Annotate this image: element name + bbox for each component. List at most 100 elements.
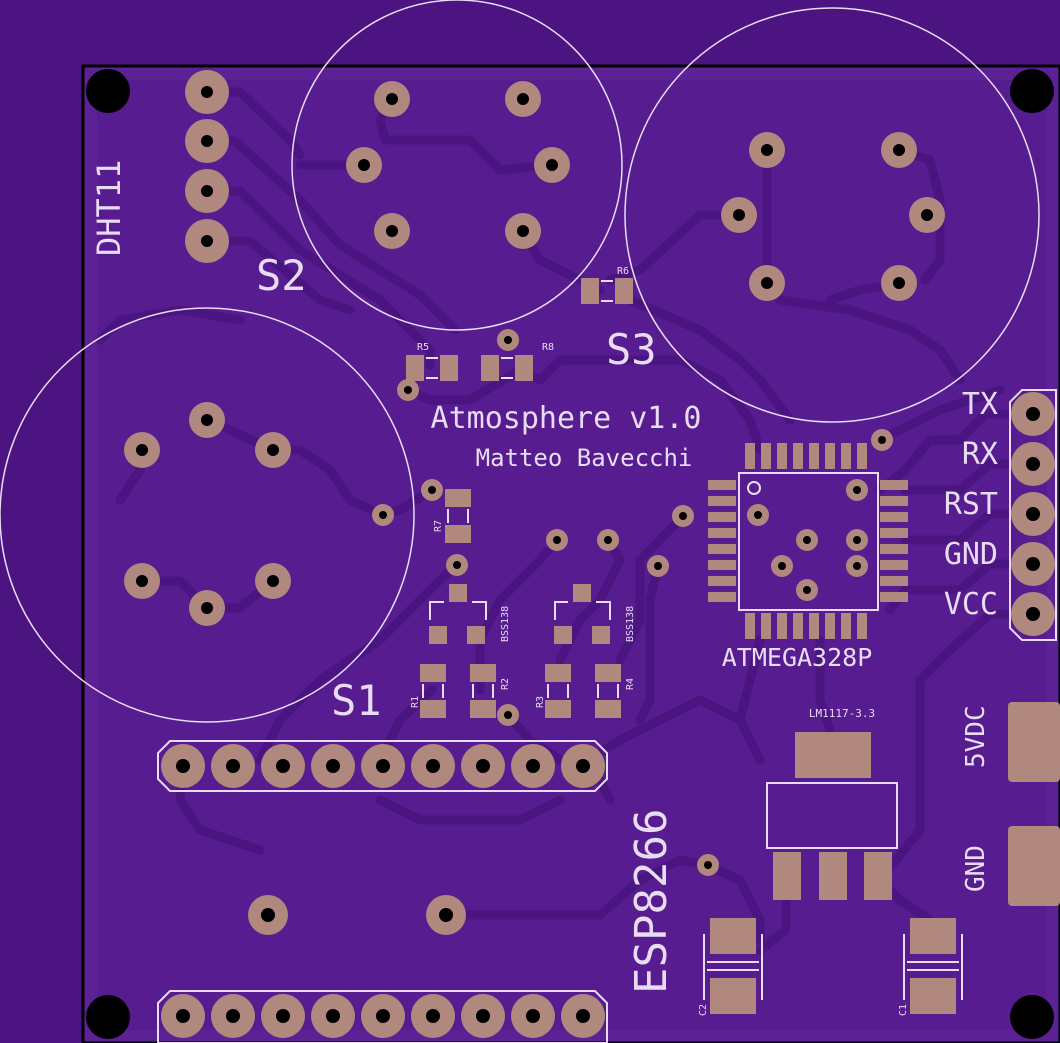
mounting-holes <box>86 69 1054 1039</box>
atmega-label: ATMEGA328P <box>722 643 873 672</box>
serial-header-pin-1-drill <box>1026 407 1040 421</box>
esp8266-top-pin-3-drill <box>276 759 290 773</box>
dht11-label: DHT11 <box>90 160 128 256</box>
s2-label: S2 <box>256 251 307 300</box>
header-pin-label-tx: TX <box>962 387 998 422</box>
esp8266-mount-pad-2-drill <box>439 908 453 922</box>
r1-outline <box>422 684 444 698</box>
esp8266-bottom-pin-9-drill <box>576 1009 590 1023</box>
bss1-outline <box>429 601 487 620</box>
board-title: Atmosphere v1.0 <box>431 401 702 436</box>
via-1-drill <box>404 386 412 394</box>
r1-label: R1 <box>410 696 421 708</box>
r8-outline <box>501 357 513 379</box>
traces <box>95 87 1038 955</box>
through-hole-pads <box>124 70 1055 1038</box>
power-5vdc-pad <box>1008 702 1060 782</box>
esp8266-top-pin-5-drill <box>376 759 390 773</box>
serial-header-pin-5-drill <box>1026 607 1040 621</box>
bss2-pad-gate <box>554 626 572 644</box>
r7-pad-bottom <box>445 525 471 543</box>
esp8266-bottom-pin-8-drill <box>526 1009 540 1023</box>
r5-label: R5 <box>417 342 429 353</box>
esp8266-bottom-pin-7-drill <box>476 1009 490 1023</box>
via-2-drill <box>504 336 512 344</box>
mounting-hole-bottom-left <box>86 995 130 1039</box>
r8-pad-left <box>481 355 499 381</box>
s1-pin-3-drill <box>267 444 279 456</box>
bss1-label: BSS138 <box>500 606 511 642</box>
s2-pin-3-drill <box>358 159 370 171</box>
dht11-pin-1-drill <box>201 86 213 98</box>
via-19-drill <box>803 586 811 594</box>
r7-outline <box>447 509 469 523</box>
via-18-drill <box>778 562 786 570</box>
via-13-drill <box>754 511 762 519</box>
r6-label: R6 <box>617 266 629 277</box>
esp8266-header-top-outline <box>157 740 608 792</box>
mounting-hole-bottom-right <box>1010 995 1054 1039</box>
serial-header-pin-3-drill <box>1026 507 1040 521</box>
esp8266-top-pin-1-drill <box>176 759 190 773</box>
via-14-drill <box>853 486 861 494</box>
s1-pin-5-drill <box>267 575 279 587</box>
c2-pad-bottom <box>710 978 756 1014</box>
serial-header-pin-2-drill <box>1026 457 1040 471</box>
atmega-pads-top <box>745 443 867 469</box>
c1-outline <box>903 934 963 1000</box>
r6-pad-right <box>615 278 633 304</box>
r5-pad-right <box>440 355 458 381</box>
via-12-drill <box>878 436 886 444</box>
r3-pad-bottom <box>545 700 571 718</box>
r2-label: R2 <box>500 678 511 690</box>
r4-pad-bottom <box>595 700 621 718</box>
c1-label: C1 <box>898 1004 909 1016</box>
r7-label: R7 <box>433 520 444 532</box>
via-3-drill <box>428 486 436 494</box>
esp8266-header-bottom-outline <box>157 990 608 1043</box>
bss2-pad-drain <box>573 584 591 602</box>
r8-pad-right <box>515 355 533 381</box>
atmega-outline <box>738 472 879 611</box>
c2-outline <box>703 934 763 1000</box>
header-pin-label-vcc: VCC <box>944 587 998 622</box>
power-gnd-pad <box>1008 826 1060 906</box>
s1-pin-6-drill <box>201 602 213 614</box>
r6-outline <box>601 280 613 302</box>
sensor-s3-outline <box>624 7 1040 423</box>
via-11-drill <box>704 861 712 869</box>
via-8-drill <box>679 512 687 520</box>
dht11-pin-4-drill <box>201 235 213 247</box>
bss1-pad-gate <box>429 626 447 644</box>
esp8266-top-pin-4-drill <box>326 759 340 773</box>
c2-label: C2 <box>698 1004 709 1016</box>
r4-outline <box>597 684 619 698</box>
serial-header-outline <box>1009 389 1057 641</box>
regulator-label: LM1117-3.3 <box>809 707 875 720</box>
serial-header-pin-4-drill <box>1026 557 1040 571</box>
atmega-pads-bottom <box>745 613 867 639</box>
dht11-pin-2-drill <box>201 135 213 147</box>
via-16-drill <box>853 562 861 570</box>
r1-pad-bottom <box>420 700 446 718</box>
r8-label: R8 <box>542 342 554 353</box>
r3-label: R3 <box>535 696 546 708</box>
c1-pad-top <box>910 918 956 954</box>
dht11-pin-3-drill <box>201 185 213 197</box>
esp8266-bottom-pin-5-drill <box>376 1009 390 1023</box>
via-17-drill <box>803 536 811 544</box>
s3-pin-4-drill <box>921 209 933 221</box>
s2-pin-4-drill <box>546 159 558 171</box>
s1-pin-4-drill <box>136 575 148 587</box>
r7-pad-top <box>445 489 471 507</box>
r3-outline <box>547 684 569 698</box>
esp8266-label: ESP8266 <box>626 809 677 994</box>
s2-pin-5-drill <box>386 225 398 237</box>
board-author: Matteo Bavecchi <box>476 444 693 472</box>
s2-pin-6-drill <box>517 225 529 237</box>
ground-pour <box>97 80 1047 1030</box>
r2-pad-top <box>470 664 496 682</box>
esp8266-top-pin-9-drill <box>576 759 590 773</box>
bss2-pad-source <box>592 626 610 644</box>
bss2-outline <box>554 601 611 620</box>
